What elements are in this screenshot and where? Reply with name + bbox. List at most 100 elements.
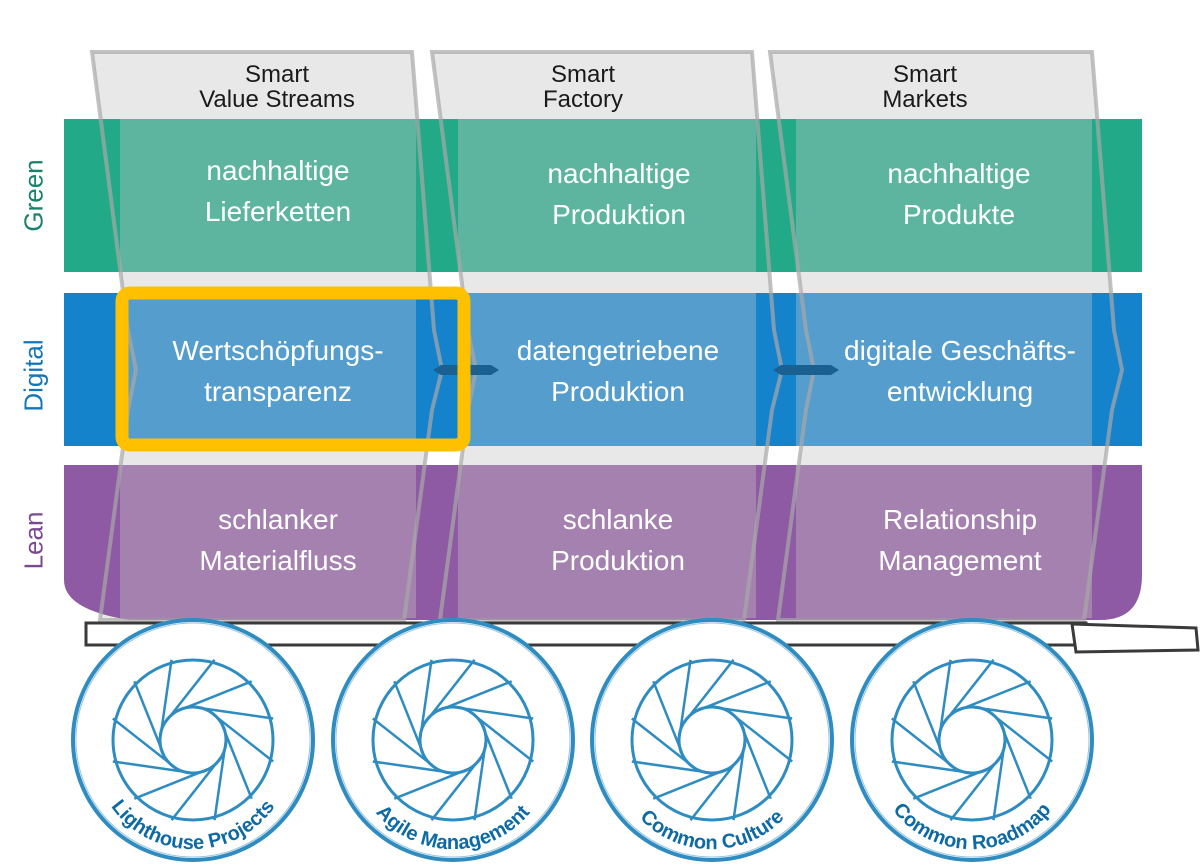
wheel-spoke (949, 755, 1002, 821)
wheel-spoke (393, 680, 426, 757)
wheel-spoke (942, 659, 995, 725)
wheel-spoke (631, 760, 713, 775)
wheel-spoke (176, 680, 253, 713)
wheel-spoke (423, 659, 476, 725)
cell-line2: Produktion (551, 545, 685, 576)
wheel-spoke (955, 680, 1032, 713)
wheel-rim (890, 658, 1054, 822)
cell-green-markets: nachhaltige Produkte (799, 153, 1119, 235)
wheel-tire-inner (594, 622, 830, 858)
wheel-spoke (393, 767, 470, 800)
wheel-spoke (689, 755, 742, 821)
wheel-spoke (631, 717, 697, 770)
wheel-tire-inner (335, 622, 571, 858)
column-header-line1: Smart (244, 61, 309, 88)
row-label-green: Green (18, 159, 49, 232)
cell-line1: digitale Geschäfts- (844, 335, 1076, 366)
highlight-frame (115, 286, 471, 452)
wheel-spoke (652, 680, 685, 757)
wheel-agile-management: Agile Management (331, 618, 575, 862)
wheel-spoke (220, 723, 253, 800)
wheel-rim (371, 658, 535, 822)
wheel-spoke (711, 705, 793, 720)
wheel-spoke (727, 710, 793, 763)
wheel-tire-inner (854, 622, 1090, 858)
cell-line1: nachhaltige (206, 155, 350, 186)
cell-bg (120, 119, 416, 272)
column-header-factory: Smart Factory (433, 62, 733, 112)
wheel-spoke (652, 767, 729, 800)
cell-line2: Materialfluss (199, 545, 357, 576)
wagon-chassis (84, 621, 1200, 654)
wheel-common-roadmap: Common Roadmap (850, 618, 1094, 862)
cell-green-value-streams: nachhaltige Lieferketten (118, 150, 438, 232)
wheel-spoke (999, 723, 1032, 800)
cell-line1: Relationship (882, 504, 1038, 535)
wheel-spoke (213, 739, 228, 821)
column-header-line1: Smart (892, 61, 957, 88)
cell-lean-value-streams: schlanker Materialfluss (118, 499, 438, 581)
cell-line1: nachhaltige (887, 158, 1031, 189)
wheel-spoke (436, 680, 513, 713)
wheel-spoke (170, 755, 223, 821)
wheel-spoke (430, 755, 483, 821)
cell-line2: transparenz (204, 376, 352, 407)
wheel-spoke (192, 705, 274, 720)
wheel-spoke (891, 760, 973, 775)
wheel-spoke (372, 760, 454, 775)
wheel-spoke (732, 739, 747, 821)
wheel-spoke (112, 760, 194, 775)
wheel-rim (111, 658, 275, 822)
cell-line2: Produktion (551, 376, 685, 407)
cell-line1: nachhaltige (547, 158, 691, 189)
column-header-value-streams: Smart Value Streams (127, 62, 427, 112)
wheel-spoke (133, 767, 210, 800)
row-label-lean: Lean (18, 511, 49, 570)
cell-line2: Lieferketten (204, 196, 352, 227)
wheel-spoke (208, 710, 274, 763)
wheel-spoke (739, 723, 772, 800)
wheel-spoke (937, 659, 952, 741)
wheel-spoke (695, 680, 772, 713)
cell-green-factory: nachhaltige Produktion (459, 153, 779, 235)
cell-line1: Wertschöpfungs- (172, 335, 384, 366)
cell-bg (120, 465, 416, 618)
column-chevron-outline (429, 50, 785, 622)
column-header-markets: Smart Markets (775, 62, 1075, 112)
wheel-spoke (158, 659, 173, 741)
wheel-spoke (987, 710, 1053, 763)
cell-bg (796, 465, 1092, 618)
cell-lean-markets: Relationship Management (800, 499, 1120, 581)
wheel-spoke (891, 717, 957, 770)
cell-digital-factory: datengetriebene Produktion (458, 330, 778, 412)
cell-line2: Produkte (902, 199, 1016, 230)
column-header-line2: Value Streams (199, 86, 355, 113)
cell-digital-value-streams: Wertschöpfungs- transparenz (118, 330, 438, 412)
wheel-spoke (912, 680, 945, 757)
cell-line2: entwicklung (886, 376, 1034, 407)
wheel-spoke (912, 767, 989, 800)
wheel-rim (630, 658, 794, 822)
column-header-line1: Smart (550, 61, 615, 88)
column-header-line2: Factory (542, 86, 623, 113)
wheel-spoke (452, 705, 534, 720)
wheel-spoke (480, 723, 513, 800)
cell-digital-markets: digitale Geschäfts- entwicklung (800, 330, 1120, 412)
wheel-spoke (992, 739, 1007, 821)
wheel-spoke (163, 659, 216, 725)
wheel-spoke (418, 659, 433, 741)
cell-bg (796, 293, 1092, 446)
cell-line1: schlanke (562, 504, 674, 535)
cell-bg (796, 119, 1092, 272)
cell-bg (458, 293, 756, 446)
column-outlines (89, 50, 1125, 622)
row-bands (64, 119, 1142, 620)
cell-bg (120, 293, 416, 446)
row-label-digital: Digital (18, 339, 49, 412)
wheel-spoke (682, 659, 735, 725)
column-header-line2: Markets (882, 86, 968, 113)
coupling-bar (1070, 622, 1200, 654)
connector-arrow (773, 365, 839, 375)
